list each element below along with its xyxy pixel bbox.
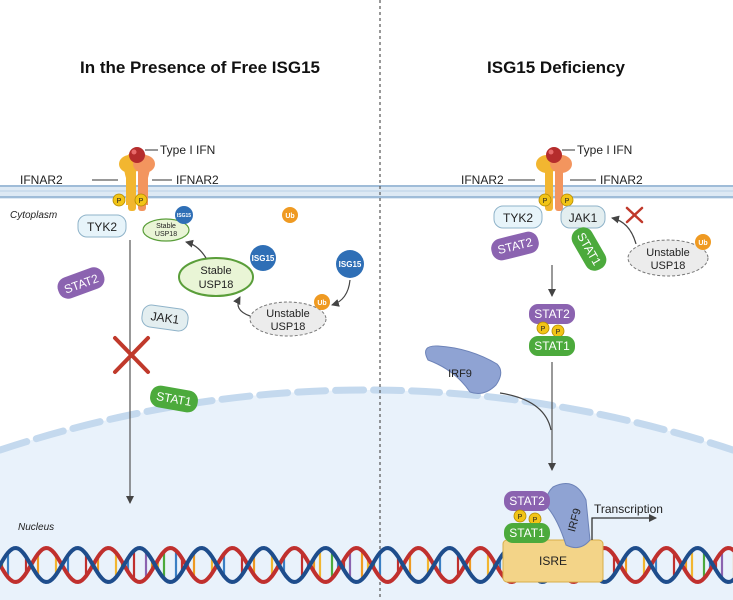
stable-usp18 bbox=[178, 257, 254, 297]
right-panel-title: ISG15 Deficiency bbox=[487, 58, 626, 77]
unstable-usp18-left bbox=[249, 301, 327, 337]
inhibition-x-left bbox=[113, 336, 150, 374]
ifnar2-label-right-b: IFNAR2 bbox=[600, 173, 643, 187]
arrow-isg15-to-unstable bbox=[331, 279, 351, 307]
isg15-free bbox=[336, 250, 364, 278]
unstable-usp18-right bbox=[627, 239, 709, 277]
svg-text:P: P bbox=[117, 198, 122, 205]
svg-text:P: P bbox=[556, 329, 561, 336]
plasma-membrane bbox=[0, 185, 733, 199]
svg-text:P: P bbox=[541, 326, 546, 333]
ub-right bbox=[695, 234, 711, 250]
svg-text:ISG15: ISG15 bbox=[252, 254, 275, 263]
left-phospho-pair: P P bbox=[112, 193, 148, 207]
svg-text:STAT1: STAT1 bbox=[509, 526, 545, 540]
arrow-unstable-to-stable bbox=[233, 296, 251, 317]
tyk2-left bbox=[77, 214, 127, 238]
dna-strand bbox=[0, 545, 733, 585]
left-panel-title: In the Presence of Free ISG15 bbox=[80, 58, 320, 77]
tyk2-right bbox=[493, 205, 543, 229]
stat1-left bbox=[150, 385, 198, 413]
svg-text:P: P bbox=[518, 514, 523, 521]
svg-text:STAT1: STAT1 bbox=[534, 339, 570, 353]
svg-text:IRF9: IRF9 bbox=[566, 507, 584, 533]
arrow-irf9-join bbox=[499, 392, 552, 431]
svg-text:USP18: USP18 bbox=[155, 231, 177, 238]
svg-text:Ub: Ub bbox=[698, 240, 707, 247]
svg-text:IRF9: IRF9 bbox=[448, 368, 472, 380]
isg15-small bbox=[175, 206, 193, 224]
svg-text:STAT2: STAT2 bbox=[509, 494, 545, 508]
svg-text:Ub: Ub bbox=[285, 213, 294, 220]
isre-box bbox=[502, 539, 604, 583]
isgf3-complex: IRF9 STAT2 P P STAT1 bbox=[504, 483, 591, 549]
svg-text:ISG15: ISG15 bbox=[339, 260, 362, 269]
svg-text:P: P bbox=[565, 198, 570, 205]
svg-text:STAT1: STAT1 bbox=[155, 389, 193, 409]
ub-unstable-left bbox=[314, 294, 330, 310]
transcription-label: Transcription bbox=[594, 502, 663, 516]
stat-dimer: STAT2 P P STAT1 bbox=[529, 304, 575, 356]
stat2-left bbox=[57, 267, 105, 299]
arrow-unstable-to-jak1 bbox=[611, 215, 637, 245]
svg-text:Unstable: Unstable bbox=[646, 247, 689, 259]
nuclear-envelope bbox=[0, 386, 733, 454]
svg-text:ISRE: ISRE bbox=[539, 554, 567, 568]
stable-usp18-small bbox=[142, 218, 190, 242]
cytoplasm-label: Cytoplasm bbox=[10, 210, 57, 221]
ub-free bbox=[282, 207, 298, 223]
svg-text:JAK1: JAK1 bbox=[569, 211, 598, 225]
ifnar2-label-left-a: IFNAR2 bbox=[20, 173, 63, 187]
svg-text:TYK2: TYK2 bbox=[503, 211, 533, 225]
svg-text:Unstable: Unstable bbox=[266, 308, 309, 320]
ifn-ligand bbox=[129, 147, 145, 163]
dna-strand bbox=[0, 545, 733, 585]
svg-text:USP18: USP18 bbox=[199, 279, 234, 291]
jak1-left bbox=[141, 304, 189, 332]
ifnar2-label-right-a: IFNAR2 bbox=[461, 173, 504, 187]
right-phospho-pair: P P bbox=[538, 193, 574, 207]
svg-text:Stable: Stable bbox=[200, 265, 231, 277]
type-ifn-label-left: Type I IFN bbox=[160, 143, 215, 157]
svg-text:P: P bbox=[139, 198, 144, 205]
svg-text:USP18: USP18 bbox=[651, 260, 686, 272]
svg-text:Stable: Stable bbox=[156, 223, 176, 230]
svg-text:TYK2: TYK2 bbox=[87, 220, 117, 234]
svg-text:ISG15: ISG15 bbox=[177, 213, 191, 219]
isg15-stable bbox=[250, 245, 276, 271]
svg-text:JAK1: JAK1 bbox=[150, 309, 181, 327]
svg-text:USP18: USP18 bbox=[271, 321, 306, 333]
arrow-stable-to-receptor bbox=[185, 239, 207, 259]
type-ifn-label-right: Type I IFN bbox=[577, 143, 632, 157]
svg-text:STAT2: STAT2 bbox=[534, 307, 570, 321]
irf9-cytoplasm bbox=[425, 345, 502, 394]
ifnar2-label-left-b: IFNAR2 bbox=[176, 173, 219, 187]
svg-text:Ub: Ub bbox=[317, 300, 326, 307]
inhibition-x-right bbox=[625, 206, 644, 224]
svg-text:P: P bbox=[533, 517, 538, 524]
svg-text:P: P bbox=[543, 198, 548, 205]
transcription-arrow bbox=[591, 514, 657, 540]
stat2-receptor-right bbox=[491, 231, 539, 261]
nucleus-label: Nucleus bbox=[18, 522, 54, 533]
stat1-receptor-right bbox=[571, 227, 607, 271]
